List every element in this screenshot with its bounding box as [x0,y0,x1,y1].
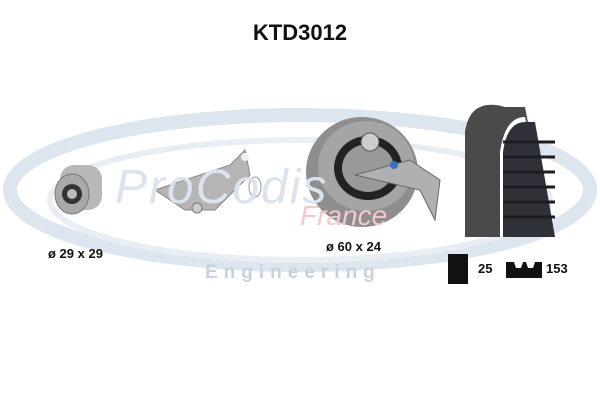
idler-dimension: ø 29 x 29 [48,246,103,261]
tensioner-dimension: ø 60 x 24 [326,239,381,254]
belt-width-icon [448,254,468,284]
belt-width: 25 [478,261,493,276]
belt-teeth-count: 153 [546,261,568,276]
tensioner-damper-image [153,148,262,214]
tensioner-pulley-image [306,117,441,227]
timing-belt-image [465,104,555,238]
product-title: KTD3012 [252,20,348,45]
belt-teeth-icon [506,262,542,278]
idler-pulley-image [54,165,102,215]
